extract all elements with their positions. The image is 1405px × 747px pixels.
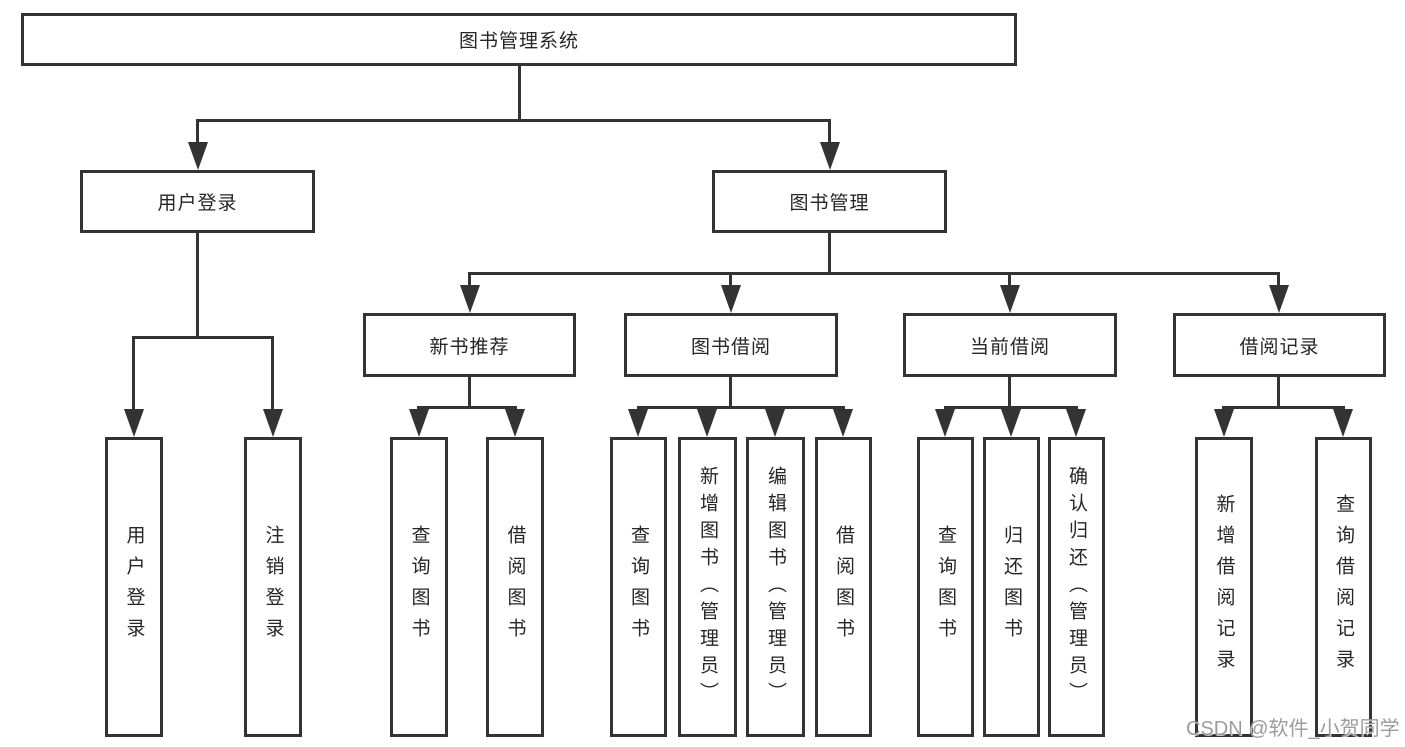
connector-ul-leaf1-drop xyxy=(132,336,135,412)
arrowhead-user-login-icon xyxy=(188,142,208,170)
leaf-cb-query-book: 查询图书 xyxy=(917,437,974,737)
leaf-bb-add-book-label: 新增图书（管理员） xyxy=(697,465,718,709)
node-book-borrow-label: 图书借阅 xyxy=(690,336,771,358)
connector-l1-hline xyxy=(196,119,831,122)
connector-br-hline xyxy=(1222,406,1345,409)
connector-ul-stem xyxy=(196,231,199,339)
node-borrow-records: 借阅记录 xyxy=(1173,313,1386,377)
connector-root-stem xyxy=(518,64,521,122)
connector-bm-stem xyxy=(828,231,831,275)
csdn-watermark: CSDN @软件_小贺同学 xyxy=(1186,718,1400,740)
arrowhead-bb-leaf2-icon xyxy=(697,409,717,437)
connector-bb-hline xyxy=(637,406,845,409)
leaf-bb-borrow-book-label: 借阅图书 xyxy=(833,525,854,649)
arrowhead-bb-icon xyxy=(721,285,741,313)
leaf-br-add-record-label: 新增借阅记录 xyxy=(1213,494,1235,680)
leaf-user-login-label: 用户登录 xyxy=(123,525,145,649)
node-book-management: 图书管理 xyxy=(712,170,947,233)
node-borrow-records-label: 借阅记录 xyxy=(1239,336,1320,358)
arrowhead-br-leaf2-icon xyxy=(1333,409,1353,437)
arrowhead-br-leaf1-icon xyxy=(1214,409,1234,437)
node-user-login-label: 用户登录 xyxy=(157,193,238,214)
arrowhead-cb-leaf1-icon xyxy=(935,409,955,437)
connector-bb-stem xyxy=(729,375,732,409)
connector-cb-stem xyxy=(1008,375,1011,409)
node-new-book-recommend: 新书推荐 xyxy=(363,313,576,377)
leaf-nbr-query-book-label: 查询图书 xyxy=(408,525,430,649)
leaf-bb-edit-book: 编辑图书（管理员） xyxy=(746,437,805,737)
connector-ul-hline xyxy=(132,336,274,339)
arrowhead-nbr-leaf2-icon xyxy=(505,409,525,437)
arrowhead-nbr-leaf1-icon xyxy=(409,409,429,437)
node-book-borrow: 图书借阅 xyxy=(624,313,838,377)
leaf-bb-edit-book-label: 编辑图书（管理员） xyxy=(765,465,786,709)
connector-nbr-hline xyxy=(417,406,517,409)
leaf-bb-query-book-label: 查询图书 xyxy=(628,525,649,649)
connector-br-stem xyxy=(1277,375,1280,409)
connector-user-login-drop xyxy=(196,119,199,145)
connector-book-management-drop xyxy=(828,119,831,145)
connector-nbr-stem xyxy=(468,375,471,409)
arrowhead-cb-leaf2-icon xyxy=(1001,409,1021,437)
leaf-cb-confirm-return-label: 确认归还（管理员） xyxy=(1066,465,1087,709)
connector-br-drop xyxy=(1277,272,1280,288)
node-current-borrow-label: 当前借阅 xyxy=(969,336,1050,358)
arrowhead-br-icon xyxy=(1269,285,1289,313)
leaf-bb-query-book: 查询图书 xyxy=(610,437,667,737)
node-new-book-recommend-label: 新书推荐 xyxy=(429,336,510,358)
leaf-br-add-record: 新增借阅记录 xyxy=(1195,437,1253,737)
leaf-logout: 注销登录 xyxy=(244,437,302,737)
arrowhead-ul-leaf2-icon xyxy=(263,409,283,437)
leaf-cb-return-book-label: 归还图书 xyxy=(1001,525,1022,649)
arrowhead-book-management-icon xyxy=(820,142,840,170)
node-book-management-label: 图书管理 xyxy=(789,193,870,214)
node-current-borrow: 当前借阅 xyxy=(903,313,1117,377)
leaf-cb-return-book: 归还图书 xyxy=(983,437,1040,737)
leaf-nbr-borrow-book: 借阅图书 xyxy=(486,437,544,737)
arrowhead-cb-leaf3-icon xyxy=(1066,409,1086,437)
connector-nbr-drop xyxy=(468,272,471,288)
leaf-bb-add-book: 新增图书（管理员） xyxy=(678,437,737,737)
connector-cb-drop xyxy=(1008,272,1011,288)
node-user-login: 用户登录 xyxy=(80,170,315,233)
connector-bb-drop xyxy=(729,272,732,288)
arrowhead-bb-leaf1-icon xyxy=(628,409,648,437)
leaf-br-query-record: 查询借阅记录 xyxy=(1315,437,1372,737)
arrowhead-nbr-icon xyxy=(460,285,480,313)
leaf-nbr-borrow-book-label: 借阅图书 xyxy=(504,525,526,649)
leaf-bb-borrow-book: 借阅图书 xyxy=(815,437,872,737)
connector-ul-leaf2-drop xyxy=(271,336,274,412)
node-root: 图书管理系统 xyxy=(21,13,1017,66)
node-root-label: 图书管理系统 xyxy=(458,31,579,52)
leaf-cb-confirm-return: 确认归还（管理员） xyxy=(1048,437,1105,737)
leaf-user-login: 用户登录 xyxy=(105,437,163,737)
arrowhead-cb-icon xyxy=(1000,285,1020,313)
connector-l2-hline xyxy=(468,272,1280,275)
arrowhead-bb-leaf4-icon xyxy=(833,409,853,437)
arrowhead-bb-leaf3-icon xyxy=(765,409,785,437)
leaf-nbr-query-book: 查询图书 xyxy=(390,437,448,737)
leaf-logout-label: 注销登录 xyxy=(262,525,284,649)
leaf-br-query-record-label: 查询借阅记录 xyxy=(1333,494,1354,680)
arrowhead-ul-leaf1-icon xyxy=(124,409,144,437)
leaf-cb-query-book-label: 查询图书 xyxy=(935,525,956,649)
